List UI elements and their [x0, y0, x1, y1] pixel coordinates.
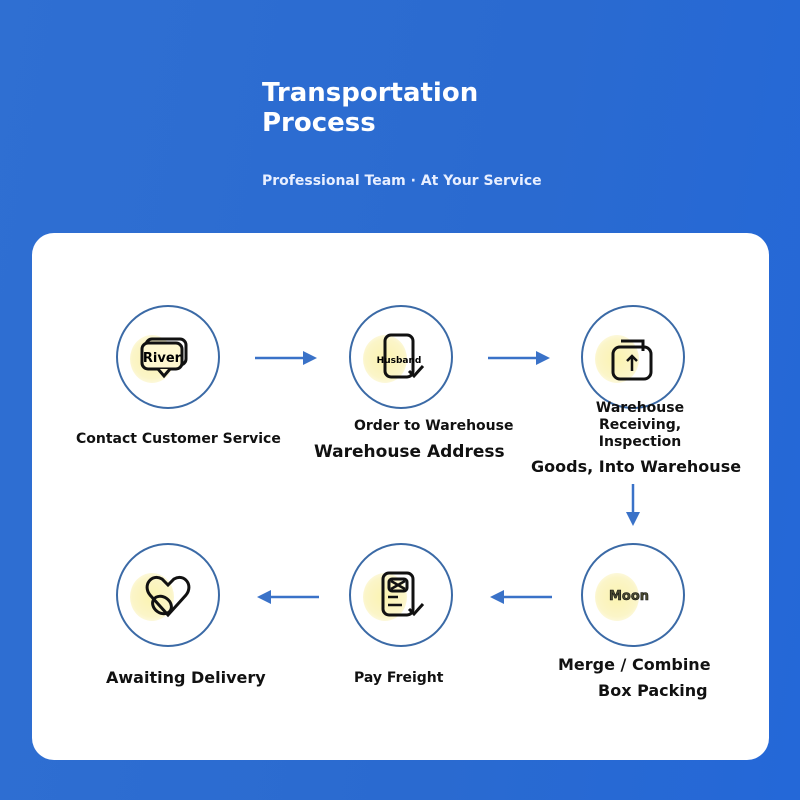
- step-label: Warehouse Address: [314, 442, 505, 462]
- step-warehouse-receiving: [581, 305, 685, 409]
- step-label: Pay Freight: [354, 670, 444, 686]
- folder-upload-icon: [611, 339, 653, 381]
- arrow-down-icon: [626, 484, 640, 526]
- title-line-2: Process: [262, 108, 376, 138]
- icon-text: Husband: [377, 356, 422, 366]
- arrow-left-icon: [257, 590, 319, 604]
- heart-icon: [145, 576, 191, 618]
- icon-text: River: [143, 351, 182, 366]
- step-label: Contact Customer Service: [76, 431, 281, 447]
- step-label: Merge / Combine: [558, 655, 711, 674]
- subtitle: Professional Team · At Your Service: [262, 173, 542, 189]
- step-contact-service: River: [116, 305, 220, 409]
- document-check-icon: Husband: [377, 333, 425, 379]
- arrow-left-icon: [490, 590, 552, 604]
- arrow-right-icon: [255, 351, 317, 365]
- invoice-check-icon: [381, 571, 425, 617]
- step-label: Goods, Into Warehouse: [531, 457, 742, 476]
- step-label: Order to Warehouse: [354, 418, 514, 434]
- step-label: Awaiting Delivery: [106, 668, 266, 687]
- chat-bubble-icon: River: [140, 337, 188, 379]
- step-merge-packing: Moon: [581, 543, 685, 647]
- arrow-right-icon: [488, 351, 550, 365]
- step-order-warehouse: Husband: [349, 305, 453, 409]
- step-pay-freight: [349, 543, 453, 647]
- step-awaiting-delivery: [116, 543, 220, 647]
- step-label: Box Packing: [598, 681, 708, 700]
- moon-icon: Moon: [609, 589, 650, 605]
- title-line-1: Transportation: [262, 78, 479, 108]
- icon-text: Moon: [609, 589, 649, 604]
